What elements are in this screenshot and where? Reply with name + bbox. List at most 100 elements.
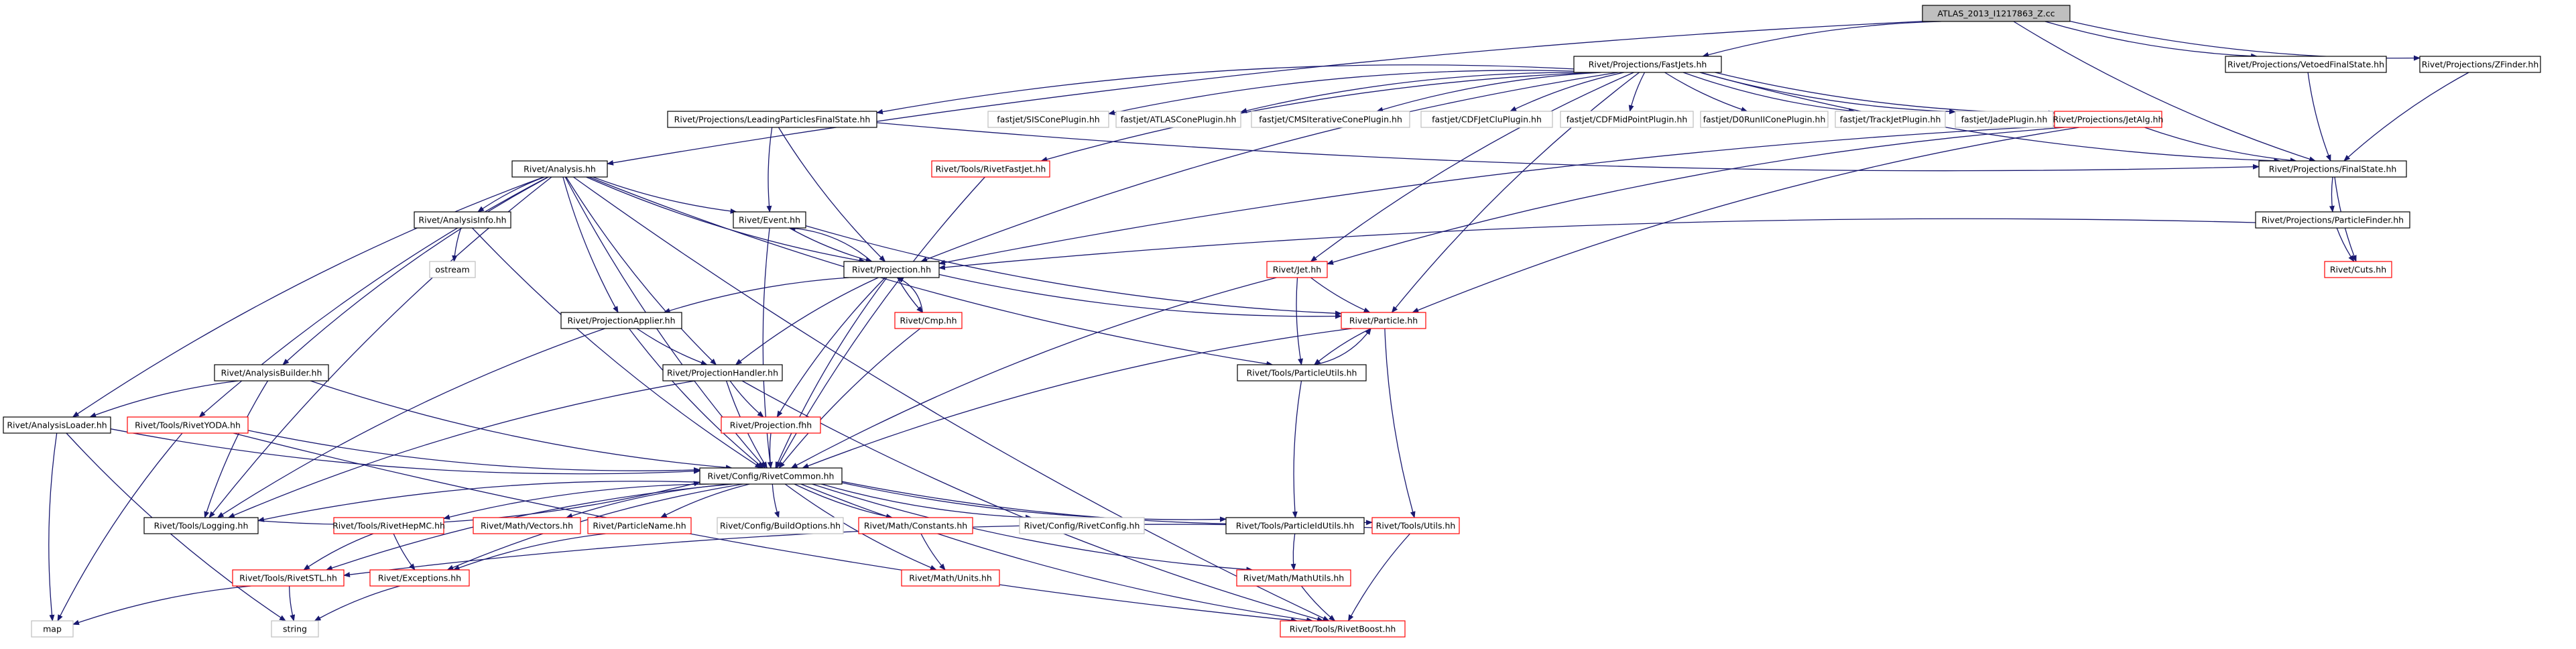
edge-rivetyoda-to-rivetboost: [233, 432, 1298, 624]
node-box: [143, 517, 259, 534]
node-cdfjetclu: fastjet/CDFJetCluPlugin.hh: [1420, 111, 1553, 128]
node-analysis[interactable]: Rivet/Analysis.hh: [511, 160, 608, 178]
node-jade: fastjet/JadePlugin.hh: [1955, 111, 2054, 128]
edge-fastjets-to-cdfjetclu: [1510, 72, 1625, 112]
node-box: [858, 517, 973, 534]
edge-utils-to-rivetstl: [343, 524, 1373, 578]
node-label: Rivet/Exceptions.hh: [378, 573, 461, 583]
node-label: Rivet/Math/Vectors.hh: [481, 521, 573, 531]
edge-analysis-to-analysisinfo: [477, 176, 545, 213]
node-box: [2054, 111, 2162, 128]
node-particlefinder[interactable]: Rivet/Projections/ParticleFinder.hh: [2255, 211, 2410, 229]
node-cmp: Rivet/Cmp.hh: [894, 312, 963, 329]
node-event[interactable]: Rivet/Event.hh: [733, 211, 806, 229]
node-box: [271, 620, 319, 638]
edge-lpfs-to-finalstate: [876, 122, 2260, 172]
edge-fastjets-to-lpfs: [876, 64, 1575, 115]
node-label: Rivet/Math/Constants.hh: [864, 521, 967, 531]
edge-particleidutils-to-mathutils: [1290, 533, 1296, 571]
node-particleidutils[interactable]: Rivet/Tools/ParticleIdUtils.hh: [1225, 517, 1365, 534]
node-label: Rivet/Projections/FastJets.hh: [1589, 60, 1707, 70]
node-logging[interactable]: Rivet/Tools/Logging.hh: [143, 517, 259, 534]
node-finalstate[interactable]: Rivet/Projections/FinalState.hh: [2258, 160, 2407, 178]
node-label: fastjet/JadePlugin.hh: [1961, 115, 2048, 125]
node-box: [1700, 111, 1829, 128]
node-vetoedfs[interactable]: Rivet/Projections/VetoedFinalState.hh: [2225, 56, 2387, 73]
edge-analysis-to-projapplier: [562, 176, 619, 313]
node-box: [721, 416, 821, 434]
node-box: [587, 517, 692, 534]
edge-constants-to-units: [920, 533, 946, 571]
node-rivetcommon[interactable]: Rivet/Config/RivetCommon.hh: [699, 467, 843, 485]
node-cmscone: fastjet/CMSIterativeConePlugin.hh: [1251, 111, 1410, 128]
edge-event-to-rivetcommon: [762, 227, 773, 469]
edge-fastjets-to-projection: [920, 72, 1618, 262]
node-label: fastjet/CMSIterativeConePlugin.hh: [1259, 115, 1402, 125]
node-vectors: Rivet/Math/Vectors.hh: [473, 517, 581, 534]
node-label: Rivet/Config/BuildOptions.hh: [720, 521, 841, 531]
edge-lpfs-to-event: [766, 127, 773, 213]
node-box: [1019, 517, 1145, 534]
edge-particlefinder-to-projection: [938, 218, 2256, 270]
node-projhandler[interactable]: Rivet/ProjectionHandler.hh: [662, 364, 783, 381]
node-label: Rivet/ProjectionHandler.hh: [667, 368, 778, 378]
node-particle: Rivet/Particle.hh: [1341, 312, 1426, 329]
node-analysisbuilder[interactable]: Rivet/AnalysisBuilder.hh: [214, 364, 329, 381]
edge-jetalg-to-finalstate: [2144, 127, 2297, 164]
node-label: Rivet/Projections/ParticleFinder.hh: [2262, 215, 2404, 225]
node-analysisinfo[interactable]: Rivet/AnalysisInfo.hh: [414, 211, 511, 229]
node-d0run: fastjet/D0RunIIConePlugin.hh: [1700, 111, 1829, 128]
node-exceptions: Rivet/Exceptions.hh: [369, 569, 470, 587]
node-fastjets[interactable]: Rivet/Projections/FastJets.hh: [1573, 56, 1722, 73]
edge-particle-to-particleutils: [1314, 328, 1371, 365]
node-analysisloader[interactable]: Rivet/AnalysisLoader.hh: [3, 416, 111, 434]
node-box: [127, 416, 249, 434]
node-label: Rivet/Particle.hh: [1349, 316, 1418, 326]
node-atlascone: fastjet/ATLASConePlugin.hh: [1115, 111, 1241, 128]
node-projection[interactable]: Rivet/Projection.hh: [843, 261, 940, 278]
node-string: string: [271, 620, 319, 638]
node-label: Rivet/AnalysisInfo.hh: [418, 215, 506, 225]
node-box: [1251, 111, 1410, 128]
edge-rivethepmc-to-rivetstl: [303, 533, 374, 571]
edge-vetoedfs-to-finalstate: [2307, 72, 2331, 162]
node-label: Rivet/Projections/FinalState.hh: [2269, 164, 2397, 174]
edge-analysisinfo-to-rivetcommon: [472, 227, 762, 469]
node-box: [1560, 111, 1694, 128]
edge-utils-to-rivetboost: [1347, 533, 1410, 622]
edge-particle-to-rivetcommon: [802, 328, 1352, 469]
node-label: Rivet/Jet.hh: [1273, 265, 1321, 275]
node-lpfs[interactable]: Rivet/Projections/LeadingParticlesFinalS…: [667, 111, 877, 128]
node-zfinder[interactable]: Rivet/Projections/ZFinder.hh: [2419, 56, 2541, 73]
node-label: Rivet/AnalysisLoader.hh: [7, 420, 107, 430]
node-box: [3, 416, 111, 434]
node-label: Rivet/Cuts.hh: [2330, 265, 2386, 275]
edge-analysis-to-projection: [586, 176, 866, 263]
edge-jetalg-to-particle: [1412, 127, 2079, 313]
node-label: fastjet/CDFJetCluPlugin.hh: [1432, 115, 1542, 125]
node-box: [214, 364, 329, 381]
node-rivetboost: Rivet/Tools/RivetBoost.hh: [1280, 620, 1406, 638]
node-box: [1573, 56, 1722, 73]
edge-cmp-to-projection: [896, 277, 923, 313]
edge-analysisbuilder-to-rivetcommon: [310, 380, 733, 471]
node-box: [1237, 364, 1367, 381]
node-label: Rivet/ProjectionApplier.hh: [567, 316, 675, 326]
node-box: [1420, 111, 1553, 128]
edge-projapplier-to-logging: [217, 328, 605, 518]
edge-projection-to-particle: [938, 274, 1342, 319]
node-label: Rivet/Tools/RivetSTL.hh: [239, 573, 337, 583]
node-particleutils[interactable]: Rivet/Tools/ParticleUtils.hh: [1237, 364, 1367, 381]
node-label: Rivet/Projection.fhh: [730, 420, 812, 430]
node-label: Rivet/Projection.hh: [852, 265, 931, 275]
edge-rivetcommon-to-vectors: [566, 483, 732, 518]
node-label: ATLAS_2013_I1217863_Z.cc: [1937, 9, 2054, 19]
node-label: Rivet/AnalysisBuilder.hh: [221, 368, 322, 378]
node-box: [232, 569, 345, 587]
edge-fastjets-to-trackjet: [1682, 72, 1855, 114]
node-box: [414, 211, 511, 229]
nodes-layer: ATLAS_2013_I1217863_Z.ccRivet/Projection…: [3, 5, 2541, 638]
node-projapplier[interactable]: Rivet/ProjectionApplier.hh: [560, 312, 682, 329]
edge-lpfs-to-projection: [778, 127, 886, 262]
